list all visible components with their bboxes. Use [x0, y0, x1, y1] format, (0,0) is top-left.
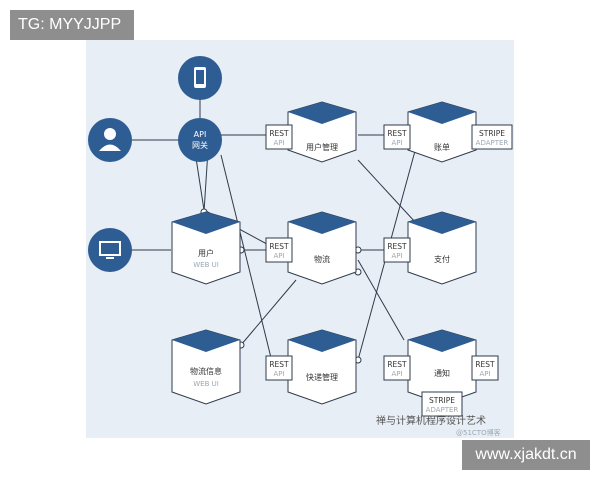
- logistics-to-notify-line: [357, 259, 405, 341]
- svg-text:REST: REST: [387, 242, 407, 251]
- svg-text:API: API: [479, 370, 490, 378]
- site-label: www.xjakdt.cn: [462, 440, 590, 470]
- user-mgmt-to-payment-line: [357, 159, 417, 224]
- watermark: 禅与计算机程序设计艺术 @51CTO博客: [376, 414, 501, 437]
- svg-text:REST: REST: [387, 129, 407, 138]
- svg-text:REST: REST: [269, 360, 289, 369]
- svg-text:ADAPTER: ADAPTER: [426, 406, 459, 414]
- user-icon: [104, 128, 116, 140]
- logistics-info-to-logistics-line: [240, 279, 297, 346]
- notify-label: 通知: [434, 368, 450, 378]
- gateway-to-delivery-line: [220, 154, 275, 371]
- rest-tag-user-mgmt: REST API: [265, 124, 293, 150]
- watermark-title: 禅与计算机程序设计艺术: [376, 414, 486, 427]
- svg-text:API: API: [391, 370, 402, 378]
- gateway-line1: API: [194, 130, 207, 139]
- svg-text:API: API: [273, 252, 284, 260]
- svg-text:REST: REST: [269, 242, 289, 251]
- svg-text:API: API: [391, 139, 402, 147]
- node-user-web: 用户 WEB UI: [171, 211, 241, 285]
- payment-label: 支付: [434, 254, 450, 264]
- stripe-tag-account: STRIPE ADAPTER: [471, 124, 513, 150]
- connection-lines: [132, 95, 419, 371]
- node-user-mgmt: 用户管理: [287, 101, 357, 163]
- svg-text:API: API: [273, 370, 284, 378]
- user-circle-node: [88, 118, 132, 162]
- delivery-mgmt-label: 快递管理: [306, 372, 338, 382]
- svg-text:API: API: [273, 139, 284, 147]
- rest-tag-account: REST API: [383, 124, 411, 150]
- gateway-down-line: [195, 157, 205, 211]
- rest-tag-logistics: REST API: [265, 237, 293, 263]
- gateway-line2: 网关: [192, 140, 208, 150]
- gateway-node: API 网关: [178, 118, 222, 162]
- node-payment: 支付: [407, 211, 477, 285]
- rest-tag-delivery: REST API: [265, 355, 293, 381]
- node-delivery-mgmt: 快递管理: [287, 329, 357, 405]
- svg-text:STRIPE: STRIPE: [479, 129, 505, 138]
- svg-text:REST: REST: [269, 129, 289, 138]
- svg-text:ADAPTER: ADAPTER: [476, 139, 509, 147]
- rest-tag-payment: REST API: [383, 237, 411, 263]
- corner-tag: TG: MYYJJPP: [10, 10, 134, 40]
- architecture-diagram: API 网关 用户管理 账单 用户 WEB UI: [88, 56, 513, 437]
- diagram-canvas: API 网关 用户管理 账单 用户 WEB UI: [86, 40, 514, 438]
- rest-tag-notify-right: REST API: [471, 355, 499, 381]
- svg-text:STRIPE: STRIPE: [429, 396, 455, 405]
- svg-text:REST: REST: [475, 360, 495, 369]
- logistics-info-label: 物流信息: [190, 366, 222, 376]
- stripe-tag-notify: STRIPE ADAPTER: [421, 391, 463, 417]
- node-logistics-info: 物流信息 WEB UI: [171, 329, 241, 405]
- rest-tag-notify-left: REST API: [383, 355, 411, 381]
- account-label: 账单: [434, 142, 450, 152]
- user-web-sub: WEB UI: [193, 261, 219, 269]
- logistics-label: 物流: [314, 254, 330, 264]
- user-web-label: 用户: [198, 248, 214, 258]
- node-logistics: 物流: [287, 211, 357, 285]
- watermark-sub: @51CTO博客: [456, 428, 501, 437]
- phone-node: [178, 56, 222, 100]
- node-notify: 通知: [407, 329, 477, 405]
- node-account: 账单: [407, 101, 477, 163]
- svg-text:API: API: [391, 252, 402, 260]
- logistics-info-sub: WEB UI: [193, 380, 219, 388]
- svg-text:REST: REST: [387, 360, 407, 369]
- user-mgmt-label: 用户管理: [306, 142, 338, 152]
- monitor-node: [88, 228, 132, 272]
